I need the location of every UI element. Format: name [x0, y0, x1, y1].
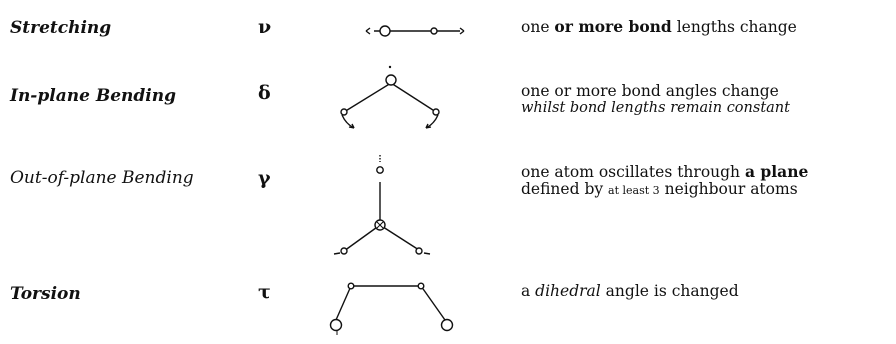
atom-center-mark	[376, 221, 384, 229]
desc-text: angle is changed	[600, 282, 739, 300]
arrow-head	[365, 27, 371, 35]
mode-symbol: γ	[258, 167, 271, 189]
atom	[347, 282, 355, 290]
bond	[343, 82, 392, 113]
motion-tick	[423, 252, 431, 255]
motion-tick	[333, 252, 341, 255]
arrow-head	[459, 27, 465, 35]
atom	[430, 27, 438, 35]
atom	[415, 247, 423, 255]
mode-description: a dihedral angle is changed	[521, 283, 739, 300]
atom	[440, 318, 454, 332]
motion-arrow	[341, 114, 355, 129]
desc-text: defined by	[521, 180, 609, 198]
out-of-plane-bending-diagram	[333, 155, 431, 255]
stretching-diagram	[365, 25, 465, 37]
bond	[335, 285, 352, 321]
mode-name: In-plane Bending	[10, 86, 176, 106]
desc-text: one or more bond angles change	[521, 82, 779, 100]
arrow-head	[348, 123, 355, 129]
bond	[379, 224, 420, 251]
desc-text: a	[521, 282, 536, 300]
mode-description: one or more bond angles change whilst bo…	[521, 83, 790, 117]
torsion-diagram	[329, 282, 454, 335]
mode-symbol: τ	[258, 281, 271, 303]
atom	[329, 318, 343, 332]
motion-dot	[388, 65, 392, 69]
desc-emphasis: or more bond	[554, 17, 672, 36]
mode-description: one or more bond lengths change	[521, 18, 797, 36]
atom	[376, 166, 384, 174]
desc-text: one atom oscillates through	[521, 163, 745, 181]
desc-text: neighbour atoms	[659, 180, 798, 198]
atom	[385, 74, 397, 86]
desc-small-text: at least 3	[608, 184, 660, 197]
desc-text-italic: whilst bond lengths remain constant	[521, 100, 790, 116]
atom	[379, 25, 391, 37]
mode-symbol: δ	[258, 82, 271, 104]
mode-description: one atom oscillates through a plane defi…	[521, 163, 808, 199]
mode-name: Out-of-plane Bending	[10, 168, 194, 188]
desc-line2: defined by at least 3 neighbour atoms	[521, 181, 808, 199]
bond	[390, 82, 437, 113]
desc-emphasis: a plane	[744, 162, 809, 181]
desc-text: one	[521, 18, 555, 36]
in-plane-bending-diagram	[340, 65, 440, 129]
desc-italic: dihedral	[535, 282, 601, 300]
atom	[417, 282, 425, 290]
mode-symbol: ν	[258, 16, 272, 38]
mode-name: Stretching	[10, 18, 112, 38]
atom	[340, 108, 348, 116]
atom	[340, 247, 348, 255]
mode-name: Torsion	[10, 284, 81, 304]
bond	[420, 285, 446, 321]
bond	[343, 224, 381, 252]
arrow-head	[425, 123, 432, 129]
atom	[432, 108, 440, 116]
desc-text: lengths change	[671, 18, 797, 36]
motion-arrow	[425, 114, 439, 129]
